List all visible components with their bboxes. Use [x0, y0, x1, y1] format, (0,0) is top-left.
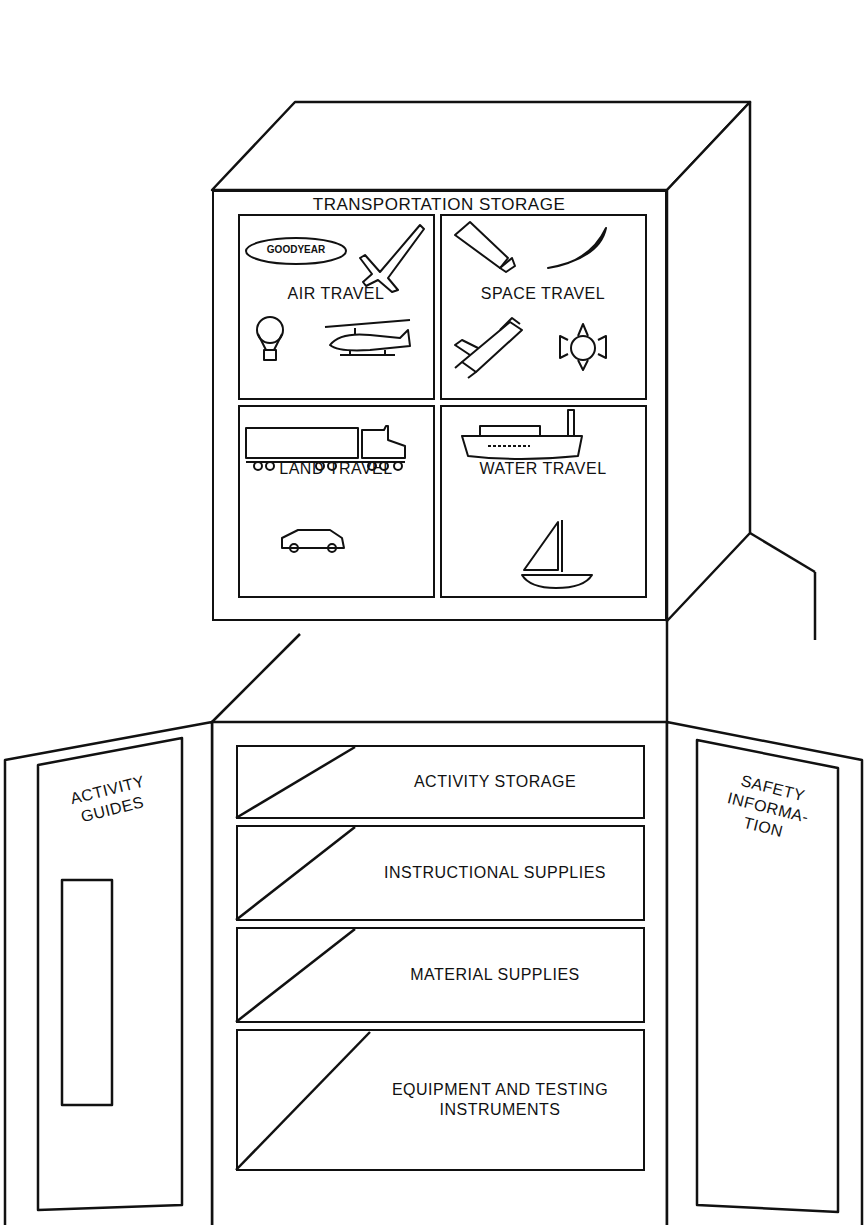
land-travel-icons-part — [254, 462, 262, 470]
shelf-diagonals-part — [236, 1032, 370, 1170]
space-travel-icons-part — [455, 318, 520, 378]
shelf-diagonals-part — [236, 747, 355, 818]
lower-cabinet-outline-part — [212, 634, 300, 722]
land-travel-icons-part — [328, 544, 336, 552]
node-label: WATER TRAVEL — [446, 459, 640, 479]
left-door-part — [38, 738, 182, 1210]
lower-cabinet-outline-part — [750, 533, 815, 572]
air-travel-icons-part — [360, 225, 424, 292]
left-door-part — [5, 722, 212, 1225]
water-travel-icons-part — [480, 410, 574, 436]
water-travel-icons — [462, 410, 592, 588]
door-panel: ACTIVITY GUIDES — [40, 762, 180, 862]
node-label: ACTIVITY STORAGE — [353, 772, 637, 792]
node-label: ACTIVITY GUIDES — [52, 767, 168, 832]
lower-cabinet-outline-part — [814, 572, 817, 640]
land-travel-icons-part — [290, 544, 298, 552]
land-travel-icons-part — [362, 426, 405, 458]
upper-cabinet-outline-part — [212, 102, 750, 190]
node-label: AIR TRAVEL — [244, 284, 428, 304]
left-door — [5, 722, 212, 1225]
land-travel-icons-part — [246, 428, 358, 458]
space-travel-icons-part — [500, 258, 515, 272]
door-panel: SAFETY INFORMA- TION — [700, 768, 835, 908]
air-travel-icons-part — [258, 334, 282, 350]
space-travel-icons-part — [462, 322, 522, 372]
blimp-lettering: GOODYEAR — [252, 244, 340, 255]
space-travel-icons-part — [571, 336, 595, 360]
air-travel-icons-part — [330, 330, 410, 350]
storage-compartment: AIR TRAVEL — [238, 214, 435, 400]
air-travel-icons-part — [246, 238, 346, 264]
land-travel-icons-part — [266, 462, 274, 470]
water-travel-icons-part — [462, 436, 582, 459]
shelf: ACTIVITY STORAGE — [236, 745, 645, 819]
air-travel-icons-part — [264, 350, 276, 360]
left-door-part — [62, 880, 112, 1105]
storage-compartment: SPACE TRAVEL — [440, 214, 647, 400]
air-travel-icons-part — [325, 320, 410, 355]
water-travel-icons-part — [522, 520, 592, 588]
shelf: INSTRUCTIONAL SUPPLIES — [236, 825, 645, 921]
node-label: TRANSPORTATION STORAGE — [218, 194, 660, 215]
lower-cabinet-outline-part — [212, 722, 667, 1225]
water-travel-icons-part — [524, 522, 558, 570]
land-travel-icons — [246, 426, 405, 552]
right-door — [667, 722, 862, 1225]
node-label: SPACE TRAVEL — [446, 284, 640, 304]
shelf-diagonals-part — [236, 929, 355, 1022]
water-travel-icons-part — [488, 445, 530, 447]
lower-cabinet-outline-part — [666, 621, 669, 722]
storage-compartment: LAND TRAVEL — [238, 405, 435, 598]
node-label: EQUIPMENT AND TESTING INSTRUMENTS — [385, 1080, 615, 1120]
node-label: INSTRUCTIONAL SUPPLIES — [353, 863, 637, 883]
shelf-diagonals-part — [236, 827, 355, 920]
upper-cabinet-outline — [212, 102, 750, 621]
node-label: LAND TRAVEL — [244, 459, 428, 479]
node-label: SAFETY INFORMA- TION — [717, 768, 819, 848]
shelf: EQUIPMENT AND TESTING INSTRUMENTS — [236, 1029, 645, 1171]
upper-cabinet-outline-part — [667, 102, 750, 621]
space-travel-icons-part — [548, 228, 606, 268]
storage-compartment: WATER TRAVEL — [440, 405, 647, 598]
shelf-diagonals — [236, 747, 370, 1170]
space-travel-icons-part — [560, 324, 606, 370]
shelf: MATERIAL SUPPLIES — [236, 927, 645, 1023]
right-door-part — [667, 722, 862, 1225]
land-travel-icons-part — [394, 462, 402, 470]
node-label: MATERIAL SUPPLIES — [353, 965, 637, 985]
space-travel-icons-part — [455, 222, 508, 268]
right-door-part — [697, 740, 838, 1212]
